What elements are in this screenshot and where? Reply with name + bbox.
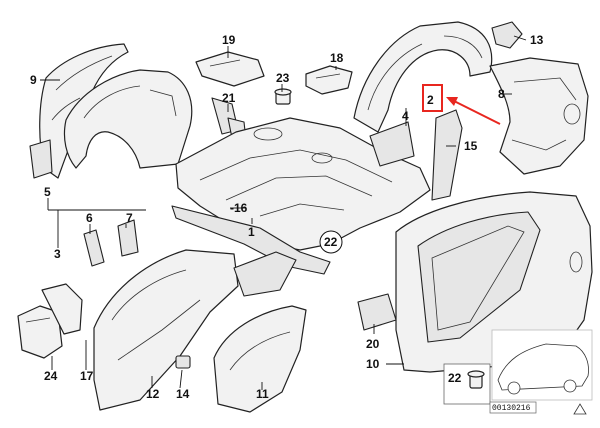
part-21-brackets (211, 97, 247, 141)
part-10-side-frame (395, 191, 593, 373)
callout-17: 17 (80, 369, 94, 383)
highlight-box (422, 84, 443, 112)
callout-6: 6 (86, 211, 93, 225)
callout-10: 10 (366, 357, 380, 371)
callout-15: 15 (464, 139, 478, 153)
part-24-liner (17, 283, 83, 359)
part-15-reinforcement (431, 109, 463, 201)
callout-22: 22 (324, 235, 338, 249)
part-4-wheel-housing (353, 21, 493, 167)
callout-9: 9 (30, 73, 37, 87)
callout-8: 8 (498, 87, 505, 101)
callout-7: 7 (126, 211, 133, 225)
callout-23: 23 (276, 71, 290, 85)
part-14-clip (175, 355, 191, 369)
part-11-rear-panel (213, 305, 307, 413)
callout-21: 21 (222, 91, 236, 105)
part-20-bracket (357, 293, 397, 331)
part-7-bracket (117, 219, 139, 257)
callout-22-inset: 22 (448, 371, 462, 385)
callout-14: 14 (176, 387, 190, 401)
part-19-bracket (195, 51, 265, 87)
callout-4: 4 (402, 109, 409, 123)
part-22-inset (443, 363, 491, 405)
callout-16: -16 (230, 201, 248, 215)
callout-24: 24 (44, 369, 58, 383)
part-23-plug (274, 88, 292, 105)
callout-1: 1 (248, 225, 255, 239)
part-1-floor-pan (171, 117, 431, 275)
part-12-wheel-housing (93, 249, 239, 411)
callout-11: 11 (256, 387, 269, 401)
warning-triangle-icon (573, 403, 587, 415)
callout-20: 20 (366, 337, 380, 351)
callout-2: 2 (427, 93, 434, 107)
part-6-bracket (83, 229, 105, 267)
callout-18: 18 (330, 51, 344, 65)
reference-code-box: 00130216 (489, 401, 537, 414)
part-22-mark (319, 230, 343, 254)
part-8-rear-inner (489, 57, 589, 175)
callout-13: 13 (530, 33, 544, 47)
part-18-bracket (305, 65, 353, 95)
leader-lines (40, 35, 527, 390)
part-13-bracket (491, 21, 523, 49)
callout-3: 3 (54, 247, 61, 261)
part-5-wheel-arch (29, 69, 193, 179)
car-inset (491, 329, 593, 401)
part-17-panel (233, 251, 297, 297)
reference-code: 00130216 (492, 404, 531, 413)
callout-12: 12 (146, 387, 160, 401)
callout-19: 19 (222, 33, 236, 47)
highlight-marker (422, 84, 501, 125)
highlight-arrow-head (446, 97, 458, 106)
callout-5: 5 (44, 185, 51, 199)
highlight-arrow-shaft (451, 99, 501, 125)
